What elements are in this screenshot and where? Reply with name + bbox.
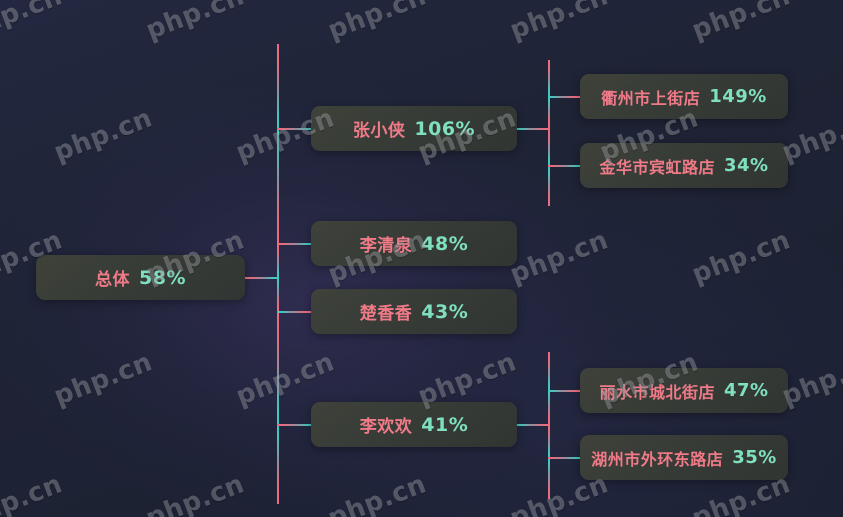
- connector-root-to-trunk: [245, 277, 278, 279]
- node-name: 楚香香: [359, 304, 413, 324]
- watermark-text: php.cn: [0, 0, 67, 47]
- node-value: 48%: [421, 232, 469, 255]
- node-name: 金华市宾虹路店: [599, 157, 715, 177]
- connector-subtrunk-bot-upper: [548, 352, 550, 390]
- node-value: 35%: [732, 447, 777, 468]
- tree-node-m1[interactable]: 张小侠 106%: [311, 106, 517, 151]
- node-name: 总体: [95, 270, 130, 290]
- connector-subtrunk-bot-end: [548, 457, 550, 499]
- connector-m4-to-subtrunk: [516, 424, 550, 426]
- node-name: 李清泉: [359, 236, 413, 256]
- watermark-text: php.cn: [506, 225, 613, 291]
- connector-trunk-seg3: [277, 244, 279, 278]
- connector-m1-to-subtrunk: [516, 128, 550, 130]
- node-value: 58%: [139, 266, 186, 289]
- connector-trunk-seg4: [277, 277, 279, 312]
- connector-trunk-lower: [277, 424, 279, 504]
- connector-subtrunk-to-s3: [548, 390, 580, 392]
- node-value: 43%: [421, 300, 469, 323]
- connector-subtrunk-to-s4: [548, 457, 580, 459]
- watermark-text: php.cn: [142, 0, 249, 47]
- node-name: 丽水市城北街店: [599, 382, 715, 402]
- watermark-text: php.cn: [50, 103, 157, 169]
- watermark-text: php.cn: [142, 469, 249, 517]
- node-value: 149%: [709, 86, 767, 107]
- tree-node-m3[interactable]: 楚香香 43%: [311, 289, 517, 334]
- connector-trunk-to-m3: [277, 311, 312, 313]
- tree-node-s2[interactable]: 金华市宾虹路店 34%: [580, 143, 788, 188]
- tree-node-s4[interactable]: 湖州市外环东路店 35%: [580, 435, 788, 480]
- watermark-text: php.cn: [506, 0, 613, 47]
- connector-trunk-to-m2: [277, 243, 312, 245]
- watermark-text: php.cn: [324, 0, 431, 47]
- node-value: 106%: [414, 117, 476, 140]
- node-name: 李欢欢: [359, 417, 413, 437]
- connector-trunk-to-m4: [277, 424, 312, 426]
- connector-trunk-seg5: [277, 312, 279, 425]
- tree-node-s1[interactable]: 衢州市上街店 149%: [580, 74, 788, 119]
- watermark-text: php.cn: [324, 469, 431, 517]
- watermark-text: php.cn: [50, 347, 157, 413]
- tree-node-root[interactable]: 总体 58%: [36, 255, 245, 300]
- watermark-text: php.cn: [688, 225, 795, 291]
- tree-node-m4[interactable]: 李欢欢 41%: [311, 402, 517, 447]
- node-name: 湖州市外环东路店: [591, 449, 724, 469]
- node-value: 34%: [723, 155, 769, 176]
- connector-subtrunk-bot-low: [548, 424, 550, 458]
- connector-trunk-to-m1: [277, 128, 312, 130]
- tree-node-s3[interactable]: 丽水市城北街店 47%: [580, 368, 788, 413]
- connector-subtrunk-top-low: [548, 128, 550, 166]
- node-name: 衢州市上街店: [601, 88, 701, 108]
- connector-subtrunk-top-end: [548, 166, 550, 206]
- node-value: 47%: [723, 380, 769, 401]
- node-name: 张小侠: [352, 121, 406, 141]
- tree-node-m2[interactable]: 李清泉 48%: [311, 221, 517, 266]
- watermark-text: php.cn: [688, 0, 795, 47]
- node-value: 41%: [421, 413, 469, 436]
- connector-subtrunk-bot-mid: [548, 390, 550, 424]
- connector-subtrunk-to-s1: [548, 96, 580, 98]
- connector-subtrunk-to-s2: [548, 165, 580, 167]
- connector-subtrunk-top-mid: [548, 96, 550, 128]
- connector-subtrunk-top-upper: [548, 60, 550, 96]
- watermark-text: php.cn: [0, 469, 67, 517]
- connector-trunk-upper: [277, 44, 279, 128]
- connector-trunk-seg2: [277, 128, 279, 244]
